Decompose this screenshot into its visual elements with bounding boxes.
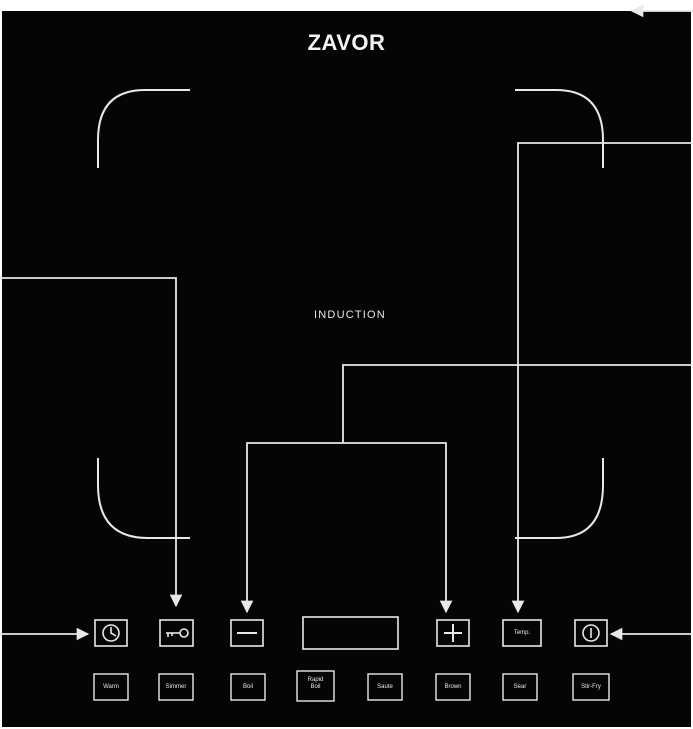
preset-row [93,670,610,702]
preset-boil-outline [230,673,266,701]
key-icon [166,628,189,638]
preset-sear-outline [502,673,538,701]
zone-corner-bottom-right [515,458,604,539]
brand-logo: ZAVOR [307,30,386,55]
temp-button[interactable] [502,619,542,647]
clock-icon [102,624,120,642]
arrow-to-plus-button [343,442,453,614]
zone-corner-top-right [515,89,604,168]
preset-rapid-boil-outline [296,670,335,702]
preset-brown-outline [435,673,471,701]
preset-sear[interactable]: Sear [513,684,527,690]
zone-corner-bottom-left [97,458,190,539]
arrow-to-lock-button [0,277,183,608]
plus-icon [444,624,462,642]
arrow-to-temp-button [511,142,693,614]
arrow-to-minus-plus-buttons [342,364,693,443]
preset-saute-outline [367,673,403,701]
preset-stir-fry[interactable]: Stir-Fry [581,684,601,690]
cooking-zone-outline [97,89,604,539]
preset-rapid-boil[interactable]: Rapid Boil [297,677,334,691]
plus-button[interactable] [436,619,470,647]
preset-simmer[interactable]: Simmer [165,684,187,690]
preset-saute[interactable]: Saute [377,684,393,690]
control-row [94,616,608,650]
preset-brown[interactable]: Brown [444,684,462,690]
lock-button[interactable] [159,619,194,647]
display-window [302,616,399,650]
timer-button[interactable] [94,619,128,647]
minus-button[interactable] [230,619,264,647]
callout-arrows [0,4,693,641]
preset-rapid-boil-line2: Boil [310,684,321,690]
arrow-to-minus-button [240,442,343,614]
power-icon [582,624,600,642]
temp-button-label: Temp. [513,630,531,636]
cooktop-panel [2,11,691,727]
zone-corner-top-left [97,89,190,168]
preset-warm[interactable]: Warm [103,684,119,690]
preset-boil[interactable]: Boil [242,684,253,690]
preset-simmer-outline [158,673,194,701]
power-button[interactable] [574,619,608,647]
preset-rapid-boil-line1: Rapid [307,677,324,683]
preset-warm-outline [93,673,129,701]
induction-label: INDUCTION [314,309,386,321]
preset-stir-fry-outline [572,673,610,701]
